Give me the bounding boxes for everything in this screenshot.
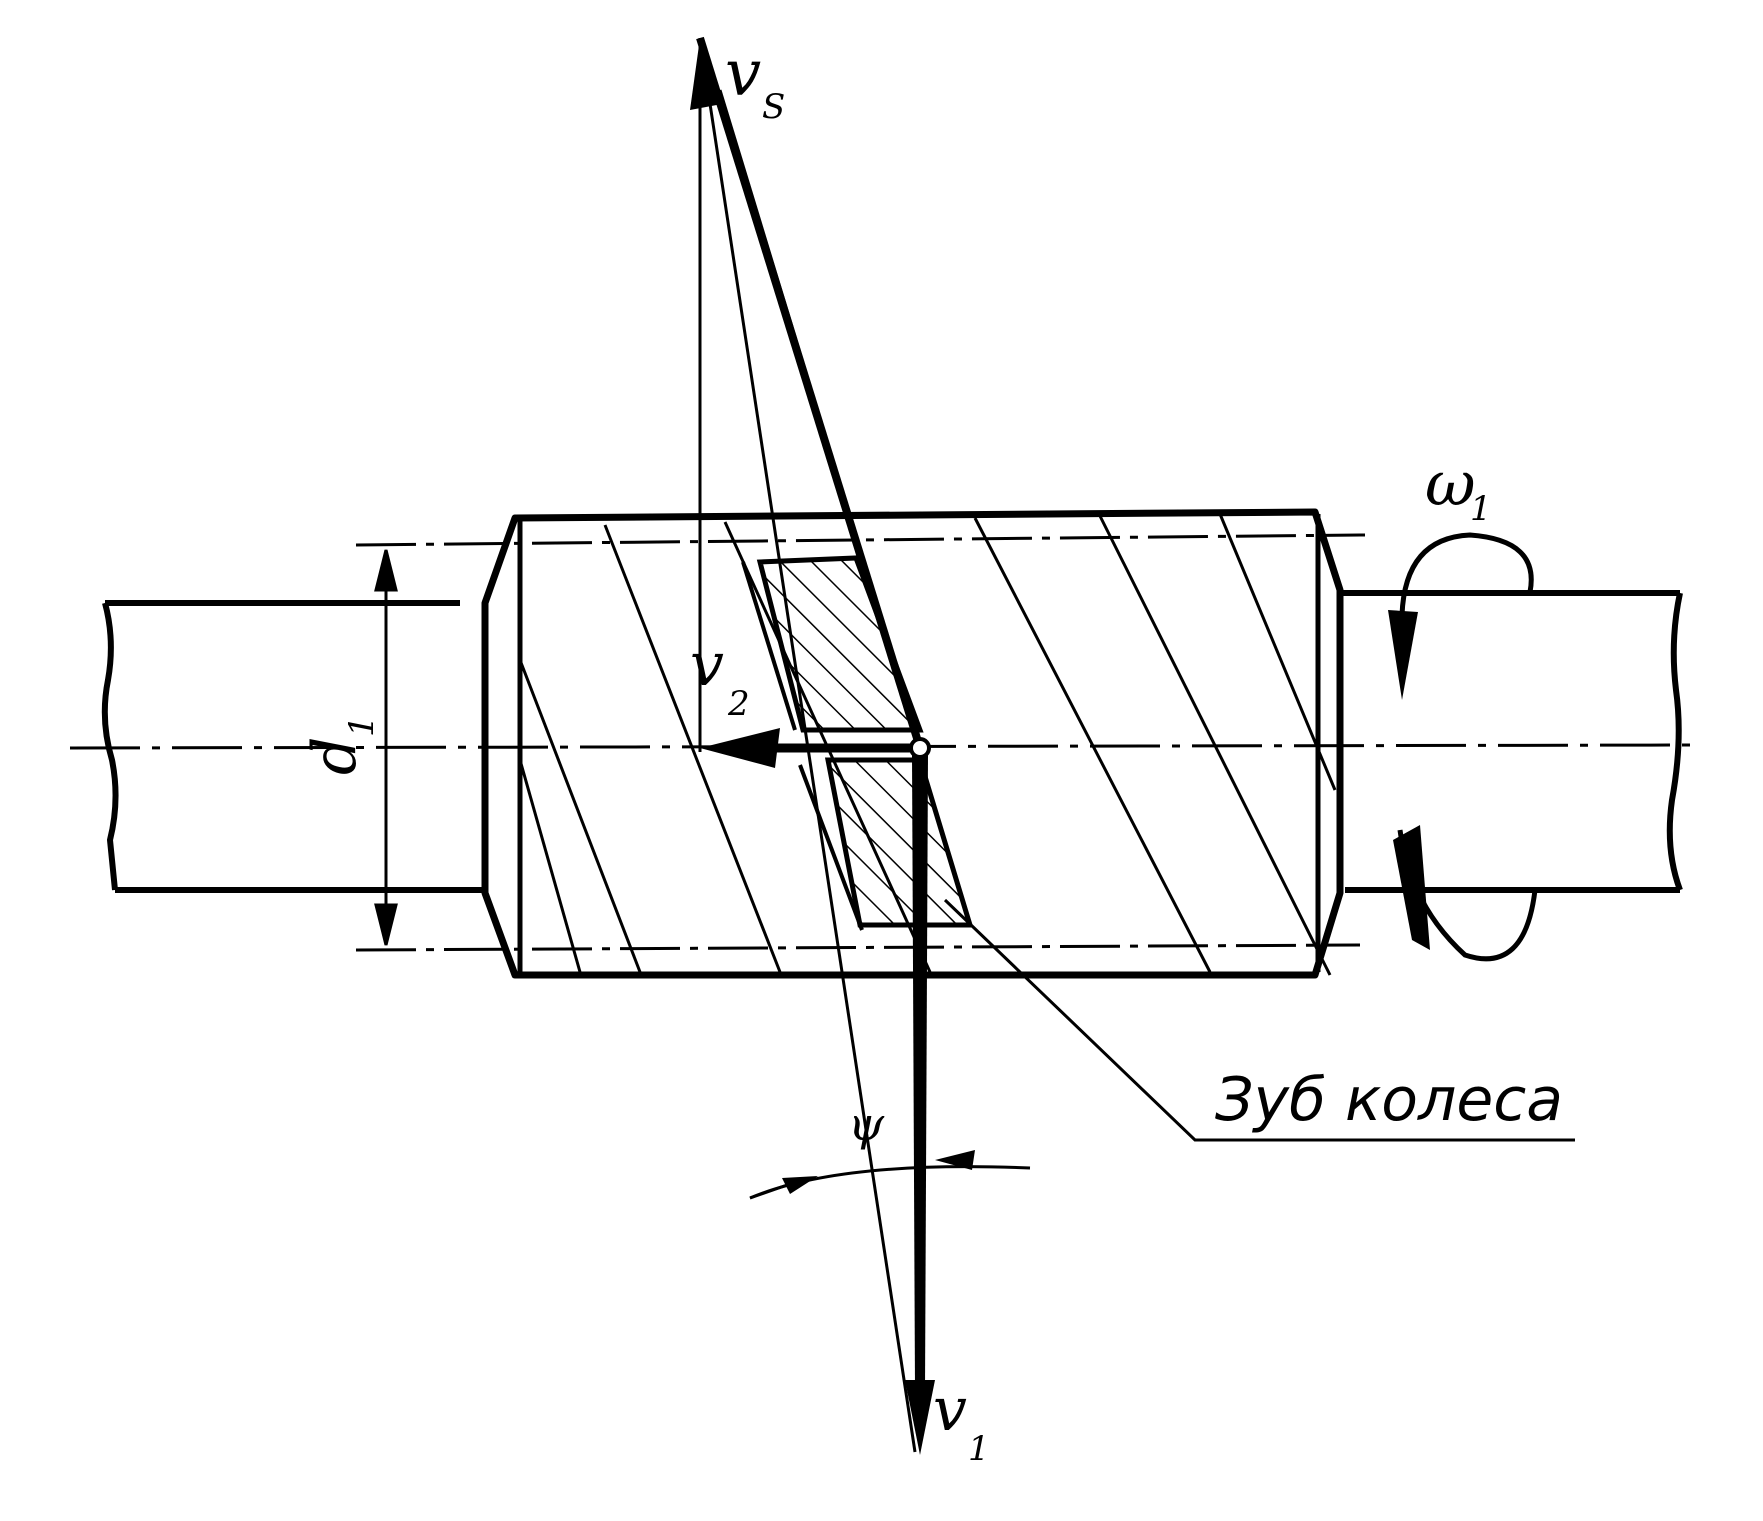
v2-arrow [700, 728, 920, 768]
left-shaft [101, 600, 485, 893]
pitch-lines [355, 533, 1361, 952]
omega1-arrow-head [1388, 610, 1418, 700]
v1-arrow [905, 755, 935, 1455]
label-d1-main: d [300, 737, 370, 775]
vs-arrow-head [690, 38, 722, 110]
psi-arrow-left [782, 1176, 818, 1194]
label-v2-sub: 2 [727, 684, 750, 724]
label-v1-main: v [933, 1375, 967, 1445]
right-shaft [1338, 590, 1683, 893]
dimension-d1 [374, 549, 398, 946]
label-vs-sub: S [762, 87, 785, 127]
label-v1: v 1 [933, 1375, 990, 1469]
label-vs: v S [725, 37, 785, 127]
label-omega1-sub: 1 [1470, 489, 1492, 529]
label-d1-sub: 1 [342, 715, 382, 737]
omega1-lower-blade [1393, 825, 1430, 950]
label-vs-main: v [725, 37, 761, 111]
tooth-leader [943, 898, 1575, 1142]
label-v2-main: v [690, 630, 724, 700]
centre-axis [69, 743, 1701, 750]
label-omega1-main: ω [1425, 447, 1476, 520]
psi-angle-arc [749, 1165, 1031, 1200]
label-d1: d 1 [300, 715, 382, 775]
psi-arrow-right [935, 1150, 975, 1170]
contact-point [909, 737, 931, 759]
label-v1-sub: 1 [968, 1429, 990, 1469]
label-omega1: ω 1 [1425, 447, 1492, 529]
label-v2: v 2 [690, 630, 750, 724]
label-psi: ψ [848, 1097, 885, 1151]
label-tooth: Зуб колеса [1215, 1065, 1563, 1135]
